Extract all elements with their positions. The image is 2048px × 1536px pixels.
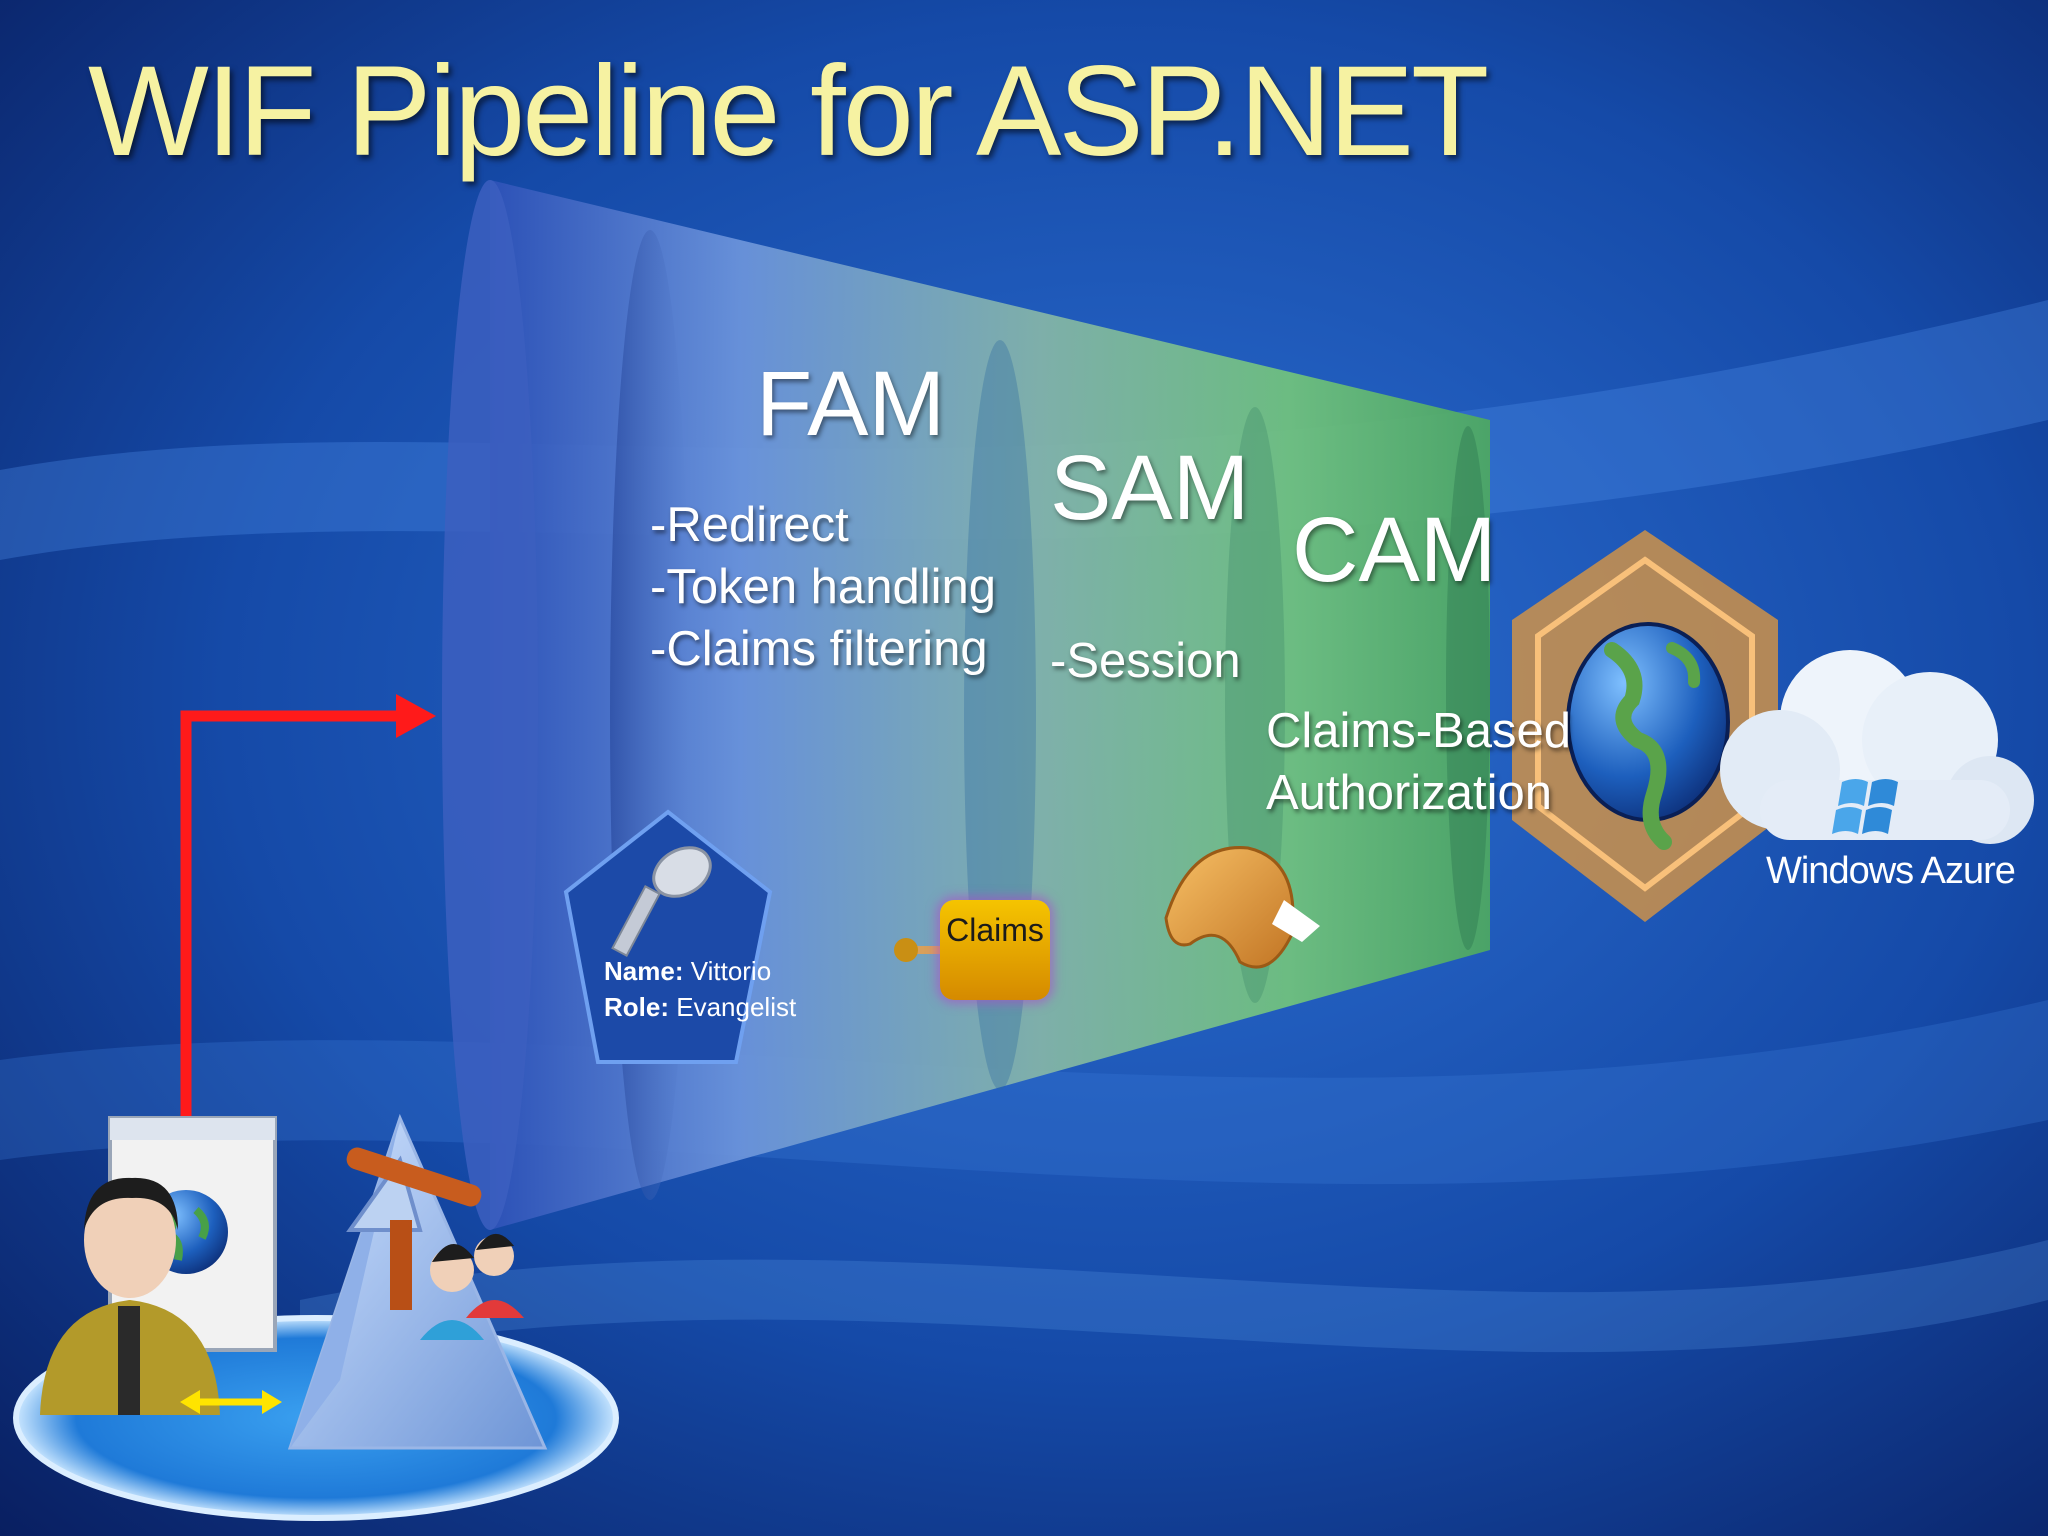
token-name-key: Name: (604, 956, 684, 986)
token-name-value: Vittorio (690, 956, 772, 986)
cam-label: CAM (1292, 499, 1497, 601)
slide-title: WIF Pipeline for ASP.NET (88, 40, 1489, 183)
sync-arrow-icon (180, 1390, 282, 1414)
token-role-key: Role: (604, 992, 669, 1022)
request-arrow (180, 694, 436, 1140)
security-token-badge (563, 809, 773, 1064)
fortune-cookie-icon (1164, 846, 1320, 969)
cam-feature-item: Authorization (1266, 766, 1553, 820)
windows-azure-label: Windows Azure (1766, 850, 2016, 892)
sam-label: SAM (1050, 437, 1250, 539)
claims-connector (894, 938, 944, 962)
cam-feature-item: Claims-Based (1266, 704, 1571, 758)
globe-icon (1566, 622, 1730, 850)
fam-feature-item: -Redirect (650, 498, 849, 552)
token-role-line: Role: Evangelist (604, 992, 796, 1023)
user-icon (40, 1177, 220, 1415)
windows-flag-icon (1832, 779, 1898, 834)
cam-feature-list: Claims-Based Authorization (1266, 700, 1571, 824)
key-icon (611, 846, 712, 958)
claims-chip: Claims (940, 900, 1050, 1000)
app-server-icon (287, 1113, 548, 1450)
token-role-value: Evangelist (676, 992, 797, 1022)
fam-label: FAM (756, 353, 946, 455)
token-name-line: Name: Vittorio (604, 956, 771, 987)
fam-feature-item: -Token handling (650, 560, 996, 614)
cloud-icon (1720, 650, 2034, 844)
fam-feature-item: -Claims filtering (650, 622, 988, 676)
sam-feature-item: -Session (1050, 634, 1241, 688)
fam-feature-list: -Redirect -Token handling -Claims filter… (650, 494, 996, 680)
